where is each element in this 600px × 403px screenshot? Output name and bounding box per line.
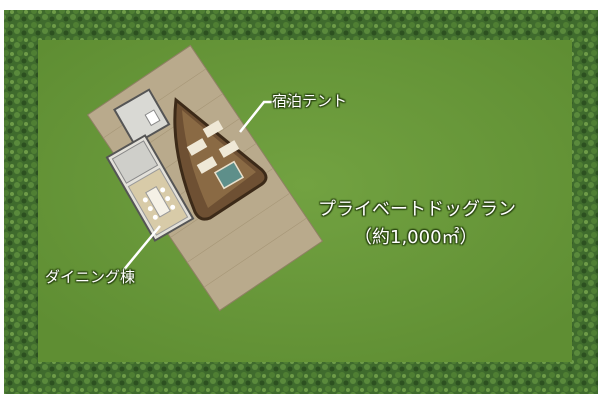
dogrun-area-label: （約1,000㎡） [354,227,478,248]
dining-label: ダイニング棟 [45,268,136,286]
dining-leader-line [121,225,161,273]
sleeping-tent [173,97,268,221]
tent-label: 宿泊テント [272,92,348,110]
dogrun-label: プライベートドッグラン [318,199,516,220]
leader-lines [121,100,296,273]
dining-building [105,88,195,242]
tent-leader-line [239,100,296,133]
